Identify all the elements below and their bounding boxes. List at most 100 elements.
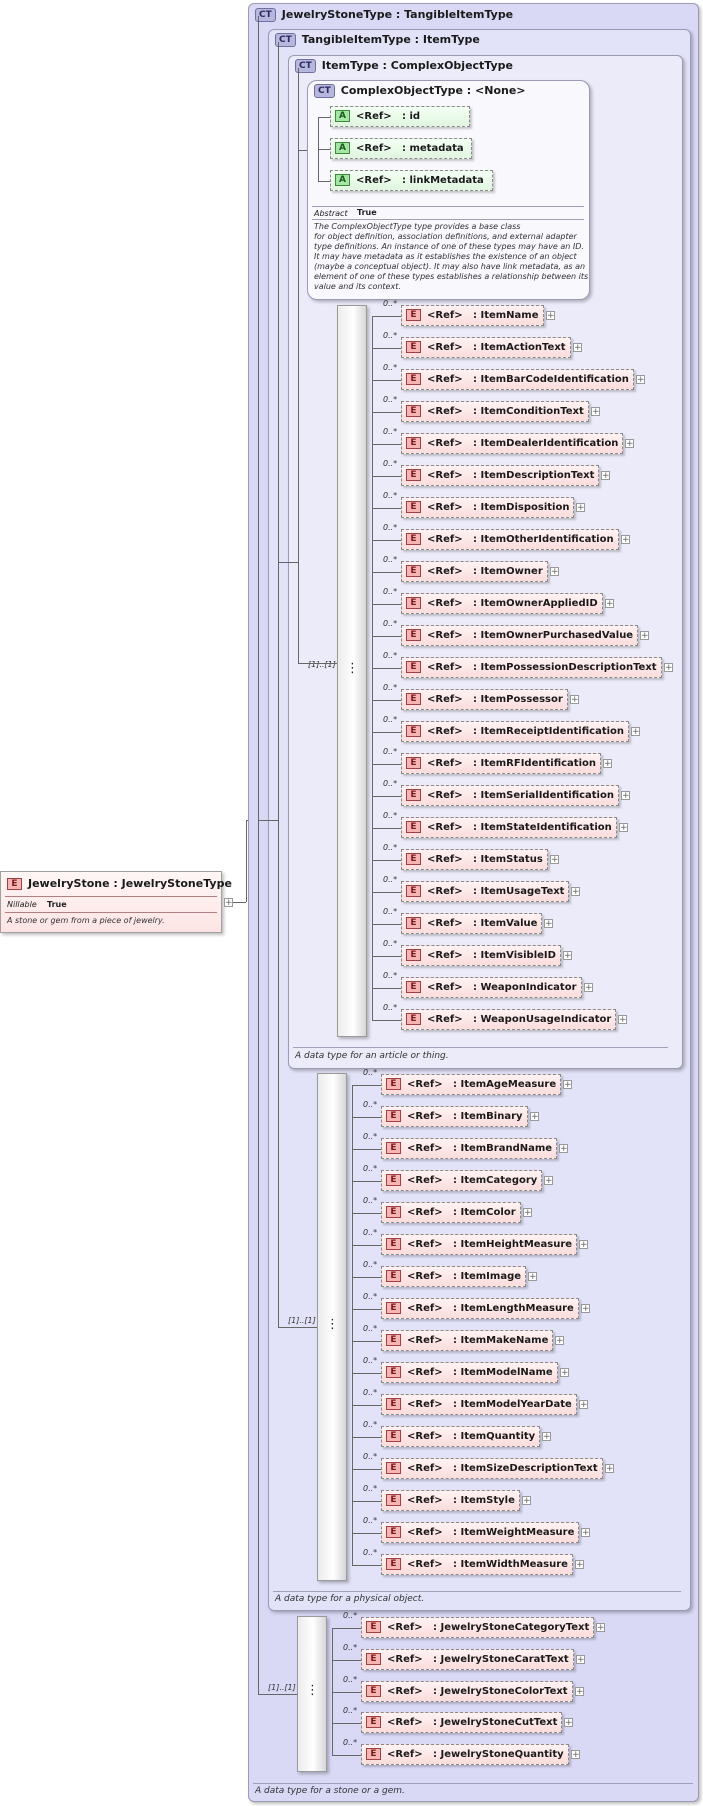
element-jewelry-stone-carat-text[interactable]: E<Ref>: JewelryStoneCaratText — [361, 1648, 574, 1670]
element-jewelry-stone-category-text[interactable]: E<Ref>: JewelryStoneCategoryText — [361, 1617, 594, 1638]
element-item-length-measure[interactable]: E<Ref>: ItemLengthMeasure — [381, 1298, 579, 1319]
element-item-brand-name[interactable]: E<Ref>: ItemBrandName — [381, 1138, 557, 1159]
expand-toggle[interactable]: + — [640, 631, 649, 641]
expand-toggle[interactable]: + — [601, 471, 610, 481]
expand-toggle[interactable]: + — [618, 1015, 627, 1025]
complex-type-badge: CT — [275, 33, 296, 47]
expand-toggle[interactable]: + — [523, 1208, 532, 1218]
expand-toggle[interactable]: + — [563, 951, 572, 961]
root-collapse-toggle[interactable]: + — [224, 898, 233, 908]
tangible-elements-spine — [352, 1085, 353, 1565]
expand-toggle[interactable]: + — [619, 823, 628, 833]
expand-toggle[interactable]: + — [570, 695, 579, 705]
expand-toggle[interactable]: + — [636, 375, 645, 385]
element-item-owner-applied-id[interactable]: E<Ref>: ItemOwnerAppliedID — [401, 593, 603, 614]
element-item-make-name[interactable]: E<Ref>: ItemMakeName — [381, 1330, 553, 1351]
expand-toggle[interactable]: + — [605, 1464, 614, 1474]
element-item-model-name[interactable]: E<Ref>: ItemModelName — [381, 1362, 558, 1383]
expand-toggle[interactable]: + — [571, 1750, 580, 1761]
element-item-dealer-identification[interactable]: E<Ref>: ItemDealerIdentification — [401, 433, 623, 454]
element-item-image[interactable]: E<Ref>: ItemImage — [381, 1266, 526, 1287]
element-item-possession-description-text[interactable]: E<Ref>: ItemPossessionDescriptionText — [401, 657, 662, 678]
element-item-visible-id[interactable]: E<Ref>: ItemVisibleID — [401, 945, 561, 966]
expand-toggle[interactable]: + — [625, 439, 634, 449]
expand-toggle[interactable]: + — [573, 343, 582, 353]
expand-toggle[interactable]: + — [603, 759, 612, 769]
element-item-state-identification[interactable]: E<Ref>: ItemStateIdentification — [401, 817, 617, 838]
jewelry-sequence[interactable] — [297, 1616, 327, 1772]
element-weapon-indicator[interactable]: E<Ref>: WeaponIndicator — [401, 977, 582, 998]
expand-toggle[interactable]: + — [605, 599, 614, 609]
expand-toggle[interactable]: + — [621, 535, 630, 545]
expand-toggle[interactable]: + — [571, 887, 580, 897]
expand-toggle[interactable]: + — [576, 503, 585, 513]
attribute-metadata[interactable]: A<Ref>: metadata — [330, 138, 472, 159]
attribute-id[interactable]: A<Ref>: id — [330, 106, 470, 127]
expand-toggle[interactable]: + — [544, 1176, 553, 1186]
element-item-color[interactable]: E<Ref>: ItemColor — [381, 1202, 521, 1223]
expand-toggle[interactable]: + — [564, 1718, 573, 1729]
expand-toggle[interactable]: + — [575, 1560, 584, 1570]
expand-toggle[interactable]: + — [530, 1112, 539, 1122]
element-item-owner[interactable]: E<Ref>: ItemOwner — [401, 561, 548, 582]
expand-toggle[interactable]: + — [631, 727, 640, 737]
element-item-serial-identification[interactable]: E<Ref>: ItemSerialIdentification — [401, 785, 619, 806]
expand-toggle[interactable]: + — [581, 1304, 590, 1314]
expand-toggle[interactable]: + — [559, 1144, 568, 1154]
expand-toggle[interactable]: + — [542, 1432, 551, 1442]
element-item-quantity[interactable]: E<Ref>: ItemQuantity — [381, 1426, 540, 1447]
item-sequence[interactable] — [337, 305, 367, 1037]
element-weapon-usage-indicator[interactable]: E<Ref>: WeaponUsageIndicator — [401, 1009, 616, 1030]
expand-toggle[interactable]: + — [522, 1496, 531, 1506]
element-item-action-text[interactable]: E<Ref>: ItemActionText — [401, 337, 571, 358]
element-jewelry-stone-quantity[interactable]: E<Ref>: JewelryStoneQuantity — [361, 1744, 569, 1766]
expand-toggle[interactable]: + — [528, 1272, 537, 1282]
element-connector — [372, 348, 401, 349]
expand-toggle[interactable]: + — [591, 407, 600, 417]
element-item-condition-text[interactable]: E<Ref>: ItemConditionText — [401, 401, 589, 422]
element-item-usage-text[interactable]: E<Ref>: ItemUsageText — [401, 881, 569, 902]
element-item-height-measure[interactable]: E<Ref>: ItemHeightMeasure — [381, 1234, 577, 1255]
expand-toggle[interactable]: + — [621, 791, 630, 801]
element-item-weight-measure[interactable]: E<Ref>: ItemWeightMeasure — [381, 1522, 579, 1543]
element-item-possessor[interactable]: E<Ref>: ItemPossessor — [401, 689, 568, 710]
element-item-style[interactable]: E<Ref>: ItemStyle — [381, 1490, 520, 1511]
element-jewelry-stone-cut-text[interactable]: E<Ref>: JewelryStoneCutText — [361, 1712, 562, 1734]
expand-toggle[interactable]: + — [581, 1528, 590, 1538]
attribute-link-metadata[interactable]: A<Ref>: linkMetadata — [330, 170, 493, 191]
element-item-owner-purchased-value[interactable]: E<Ref>: ItemOwnerPurchasedValue — [401, 625, 638, 646]
element-item-rfidentification[interactable]: E<Ref>: ItemRFIdentification — [401, 753, 601, 774]
element-item-size-description-text[interactable]: E<Ref>: ItemSizeDescriptionText — [381, 1458, 603, 1479]
element-item-binary[interactable]: E<Ref>: ItemBinary — [381, 1106, 528, 1127]
element-badge: E — [386, 1078, 401, 1090]
element-item-name[interactable]: E<Ref>: ItemName — [401, 305, 544, 326]
element-item-receipt-identification[interactable]: E<Ref>: ItemReceiptIdentification — [401, 721, 629, 742]
expand-toggle[interactable]: + — [584, 983, 593, 993]
element-item-model-year-date[interactable]: E<Ref>: ItemModelYearDate — [381, 1394, 577, 1415]
expand-toggle[interactable]: + — [550, 855, 559, 865]
expand-toggle[interactable]: + — [550, 567, 559, 577]
expand-toggle[interactable]: + — [546, 311, 555, 321]
tangible-sequence[interactable] — [317, 1073, 347, 1581]
element-item-other-identification[interactable]: E<Ref>: ItemOtherIdentification — [401, 529, 619, 550]
expand-toggle[interactable]: + — [560, 1368, 569, 1378]
element-item-description-text[interactable]: E<Ref>: ItemDescriptionText — [401, 465, 599, 486]
element-item-age-measure[interactable]: E<Ref>: ItemAgeMeasure — [381, 1074, 561, 1095]
element-item-width-measure[interactable]: E<Ref>: ItemWidthMeasure — [381, 1554, 573, 1575]
expand-toggle[interactable]: + — [664, 663, 673, 673]
element-item-category[interactable]: E<Ref>: ItemCategory — [381, 1170, 542, 1191]
expand-toggle[interactable]: + — [555, 1336, 564, 1346]
element-jewelry-stone-color-text[interactable]: E<Ref>: JewelryStoneColorText — [361, 1680, 573, 1702]
expand-toggle[interactable]: + — [563, 1080, 572, 1090]
element-item-value[interactable]: E<Ref>: ItemValue — [401, 913, 542, 934]
expand-toggle[interactable]: + — [575, 1686, 584, 1697]
expand-toggle[interactable]: + — [579, 1400, 588, 1410]
expand-toggle[interactable]: + — [544, 919, 553, 929]
element-item-bar-code-identification[interactable]: E<Ref>: ItemBarCodeIdentification — [401, 369, 634, 390]
expand-toggle[interactable]: + — [576, 1654, 585, 1665]
element-item-status[interactable]: E<Ref>: ItemStatus — [401, 849, 548, 870]
expand-toggle[interactable]: + — [579, 1240, 588, 1250]
element-item-disposition[interactable]: E<Ref>: ItemDisposition — [401, 497, 574, 518]
expand-toggle[interactable]: + — [596, 1623, 605, 1633]
